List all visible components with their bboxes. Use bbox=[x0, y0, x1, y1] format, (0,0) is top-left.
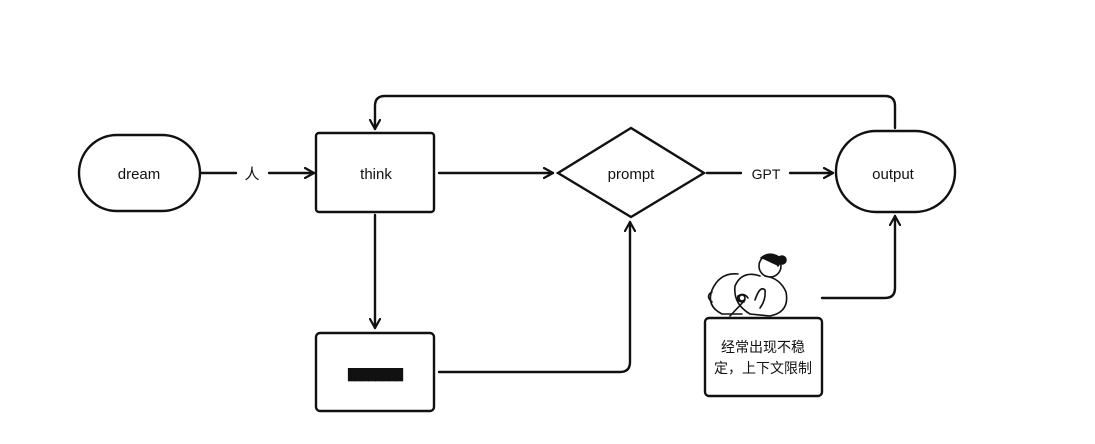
edges: 人 GPT bbox=[199, 94, 897, 374]
person-illustration bbox=[707, 253, 788, 317]
node-prompt: prompt bbox=[555, 126, 707, 219]
node-note: 经常出现不稳 定，上下文限制 bbox=[703, 316, 824, 398]
node-dream: dream bbox=[77, 133, 202, 213]
node-think-label: think bbox=[360, 166, 392, 183]
node-think: think bbox=[314, 131, 436, 214]
edge-note-output bbox=[820, 214, 895, 300]
node-blurred-shape bbox=[314, 331, 436, 413]
node-note-line1: 经常出现不稳 bbox=[721, 339, 805, 355]
node-prompt-label: prompt bbox=[608, 166, 656, 183]
edge-blurred-prompt bbox=[437, 220, 630, 374]
node-note-shape bbox=[703, 316, 824, 398]
edge-label-gpt: GPT bbox=[752, 166, 781, 182]
node-output-label: output bbox=[872, 166, 915, 183]
node-output-shape bbox=[834, 129, 957, 214]
node-think-shape bbox=[314, 131, 436, 214]
node-prompt-shape bbox=[555, 126, 707, 219]
edge-output-think-feedback bbox=[375, 94, 897, 131]
node-blurred-label: ████████ bbox=[348, 367, 404, 382]
edge-label-person: 人 bbox=[244, 166, 259, 183]
node-output: output bbox=[834, 129, 957, 214]
node-blurred: ████████ bbox=[314, 331, 436, 413]
node-note-line2: 定，上下文限制 bbox=[714, 360, 812, 376]
node-dream-shape bbox=[77, 133, 202, 213]
node-dream-label: dream bbox=[118, 166, 161, 183]
